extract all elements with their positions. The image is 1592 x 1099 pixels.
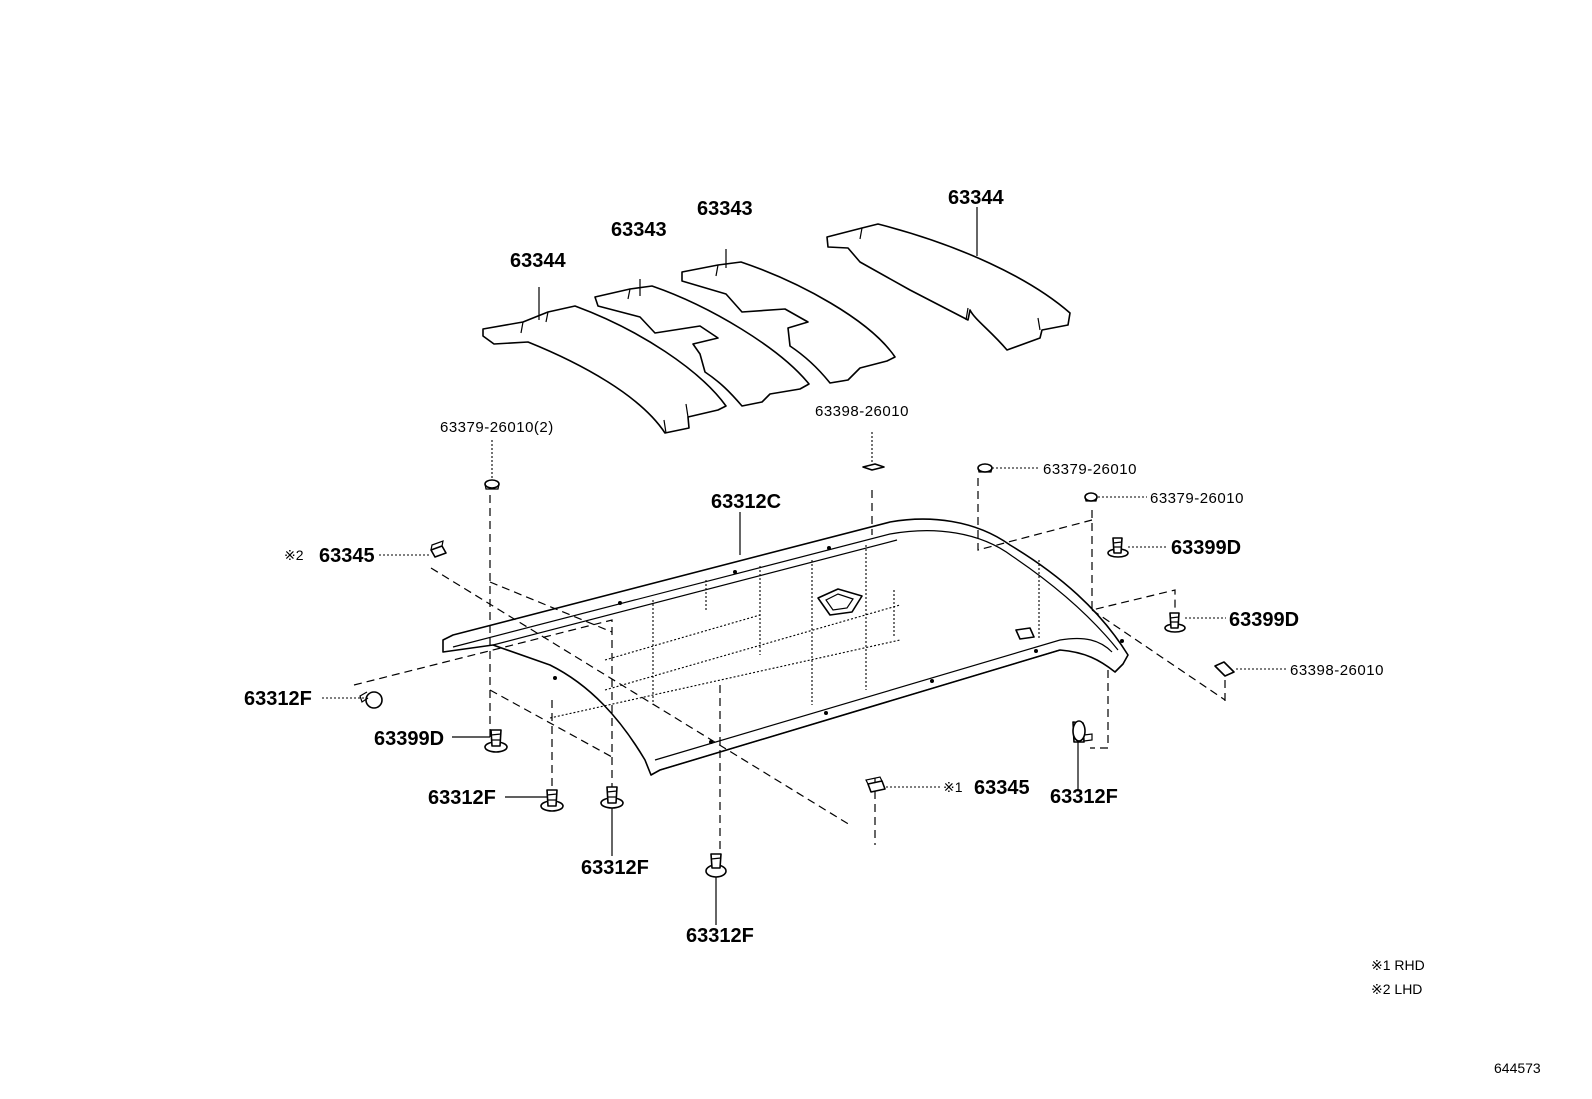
label-clip-top-right-a: 63379-26010 (1043, 461, 1137, 478)
pad-rear-left[interactable] (482, 305, 727, 434)
label-pad-front-right: 63344 (948, 187, 1004, 209)
clip-63312F-left[interactable] (359, 691, 383, 709)
label-pad-rear-left: 63344 (510, 250, 566, 272)
pad-mid-left[interactable] (594, 285, 810, 407)
label-holder-rhd-mark: ※1 (943, 779, 963, 795)
clip-63312F-bottom-mid[interactable] (600, 786, 624, 809)
label-clip-f-bottom: 63312F (686, 925, 754, 947)
clip-63399D-right-b[interactable] (1164, 612, 1186, 633)
label-clip-top-left: 63379-26010(2) (440, 419, 554, 436)
label-clip-f-left: 63312F (244, 688, 312, 710)
label-clip-d-right-a: 63399D (1171, 537, 1241, 559)
clip-63399D-right-a[interactable] (1107, 537, 1129, 558)
label-holder-rhd: 63345 (974, 777, 1030, 799)
label-clip-d-left: 63399D (374, 728, 444, 750)
tape-63398-top[interactable] (862, 463, 885, 471)
pad-front-right[interactable] (826, 223, 1071, 351)
label-holder-lhd-mark: ※2 (284, 547, 304, 563)
label-headliner: 63312C (711, 491, 781, 513)
clip-63399D-left[interactable] (484, 729, 508, 753)
label-clip-top-right-b: 63379-26010 (1150, 490, 1244, 507)
label-clip-f-bottom-mid: 63312F (581, 857, 649, 879)
label-clip-f-right: 63312F (1050, 786, 1118, 808)
legend-rhd: ※1 RHD (1371, 957, 1425, 973)
label-tape-right: 63398-26010 (1290, 662, 1384, 679)
label-pad-mid-left: 63343 (611, 219, 667, 241)
label-pad-mid-right: 63343 (697, 198, 753, 220)
legend-lhd: ※2 LHD (1371, 981, 1422, 997)
pad-mid-right[interactable] (681, 261, 896, 384)
tape-63398-right[interactable] (1214, 661, 1235, 677)
clip-63312F-bottom-left[interactable] (540, 789, 564, 812)
label-tape-top: 63398-26010 (815, 403, 909, 420)
diagram-id: 644573 (1494, 1060, 1541, 1076)
holder-63345-lhd[interactable] (430, 540, 447, 558)
holder-63345-rhd[interactable] (865, 776, 886, 793)
clip-63379-top-right-b[interactable] (1084, 492, 1098, 502)
clip-63379-top-right-a[interactable] (977, 463, 993, 473)
clip-63312F-bottom[interactable] (705, 853, 727, 878)
headliner-63312C[interactable] (442, 518, 1129, 776)
label-clip-d-right-b: 63399D (1229, 609, 1299, 631)
label-holder-lhd: 63345 (319, 545, 375, 567)
clip-63379-top-left[interactable] (484, 479, 500, 490)
clip-63312F-right[interactable] (1072, 720, 1093, 743)
label-clip-f-bottom-left: 63312F (428, 787, 496, 809)
